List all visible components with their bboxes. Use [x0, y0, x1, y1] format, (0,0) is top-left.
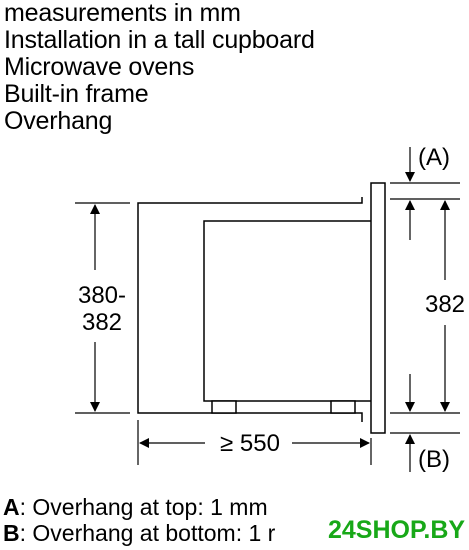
overhang-b-label: (B) — [418, 446, 450, 473]
legend-b: B: Overhang at bottom: 1 r — [3, 520, 275, 546]
header-overhang: Overhang — [4, 107, 113, 135]
left-height-label-1: 380- — [78, 282, 126, 309]
legend-a-key: A — [3, 494, 20, 520]
left-height-label-2: 382 — [82, 309, 122, 336]
header-product: Microwave ovens — [4, 53, 195, 81]
depth-label: ≥ 550 — [220, 430, 280, 457]
microwave-foot-right — [330, 400, 356, 414]
legend-b-key: B — [3, 520, 20, 546]
legend-a-text: : Overhang at top: 1 mm — [19, 494, 268, 520]
cupboard-outline — [137, 197, 363, 422]
header-installation: Installation in a tall cupboard — [4, 26, 315, 54]
header-units: measurements in mm — [4, 0, 241, 27]
built-in-frame — [370, 182, 386, 434]
right-height-label: 382 — [425, 291, 465, 318]
watermark-logo: 24SHOP.BY — [324, 515, 469, 545]
legend: A: Overhang at top: 1 mm B: Overhang at … — [3, 494, 275, 546]
legend-a: A: Overhang at top: 1 mm — [3, 494, 275, 520]
header: measurements in mm Installation in a tal… — [4, 0, 315, 135]
microwave-body — [203, 220, 371, 402]
overhang-a-label: (A) — [418, 144, 450, 171]
legend-b-text: : Overhang at bottom: 1 r — [19, 520, 276, 546]
microwave-foot-left — [211, 400, 237, 414]
header-frame: Built-in frame — [4, 80, 149, 108]
